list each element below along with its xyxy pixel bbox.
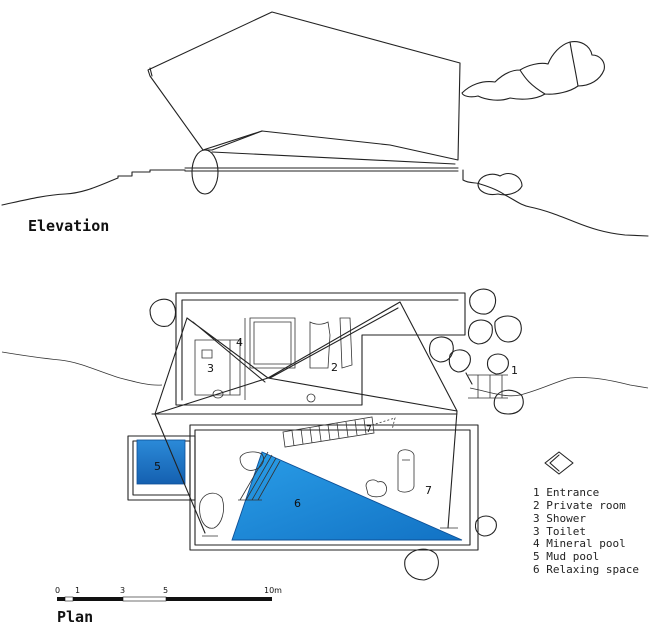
plan-boulder-bottom-right: [474, 515, 497, 537]
plan-title: Plan: [57, 608, 93, 626]
scale-label: 5: [163, 586, 168, 595]
elevation-drawing: Elevation: [1, 11, 649, 237]
mineral-pool-steps: [238, 451, 281, 501]
scale-bar: 0 1 3 5 10m: [55, 586, 282, 602]
plan-boulder-cluster-right: [428, 288, 524, 415]
label-entrance: 1: [511, 364, 518, 377]
scale-label: 1: [75, 586, 80, 595]
label-mud-pool: 5: [154, 460, 161, 473]
plan-drawing: 1 2 3 4 5 6 7 7: [1, 288, 649, 581]
label-shower: 3: [207, 362, 214, 375]
plan-boulder-bottom: [404, 548, 439, 581]
relaxing-stool: [365, 479, 387, 498]
elevation-title: Elevation: [28, 217, 109, 235]
legend-item: 3 Toilet: [533, 525, 586, 538]
elevation-rocks-ground: [477, 173, 523, 196]
label-mineral-pool: 4: [236, 336, 243, 349]
legend-item: 3 Shower: [533, 512, 586, 525]
legend-item: 2 Private room: [533, 499, 626, 512]
elevation-lower-roof: [202, 130, 456, 165]
legend-item: 1 Entrance: [533, 486, 599, 499]
plan-house-outline: [175, 292, 466, 406]
label-extra-small: 7: [366, 425, 372, 435]
legend-item: 5 Mud pool: [533, 550, 599, 563]
pool-boulder-left: [199, 492, 224, 529]
plan-terrain-contour: [1, 351, 649, 397]
elevation-boulder: [191, 149, 219, 195]
entrance-arrow: [465, 372, 473, 385]
label-private-room: 2: [331, 361, 338, 374]
relaxing-loungers: [397, 449, 415, 493]
label-relaxing-space: 6: [294, 497, 301, 510]
scale-label: 0: [55, 586, 60, 595]
pool-boulder: [239, 451, 264, 471]
plan-shower-room: [194, 318, 246, 400]
legend: 1 Entrance 2 Private room 3 Shower 3 Toi…: [533, 486, 639, 576]
mineral-pool-water: [231, 451, 463, 541]
elevation-roof-volume: [147, 11, 461, 161]
plan-structure-beams: [151, 301, 458, 534]
toilet-fixture: [212, 389, 224, 399]
basin-fixture: [306, 393, 316, 403]
north-arrow-icon: [544, 451, 574, 475]
legend-item: 4 Mineral pool: [533, 537, 626, 550]
sink-fixture: [201, 349, 213, 359]
plan-pool-enclosure: [189, 424, 479, 551]
plan-private-room-walls: [249, 317, 353, 369]
scale-label: 10m: [264, 586, 282, 595]
plan-stair: [282, 416, 375, 448]
label-extra: 7: [425, 484, 432, 497]
elevation-ground-line: [184, 167, 459, 172]
entrance-steps: [468, 374, 508, 399]
mud-pool-water: [136, 439, 186, 485]
elevation-rocks-right: [461, 41, 605, 101]
plan-boulder-left: [149, 298, 177, 327]
scale-label: 3: [120, 586, 125, 595]
legend-item: 6 Relaxing space: [533, 563, 639, 576]
